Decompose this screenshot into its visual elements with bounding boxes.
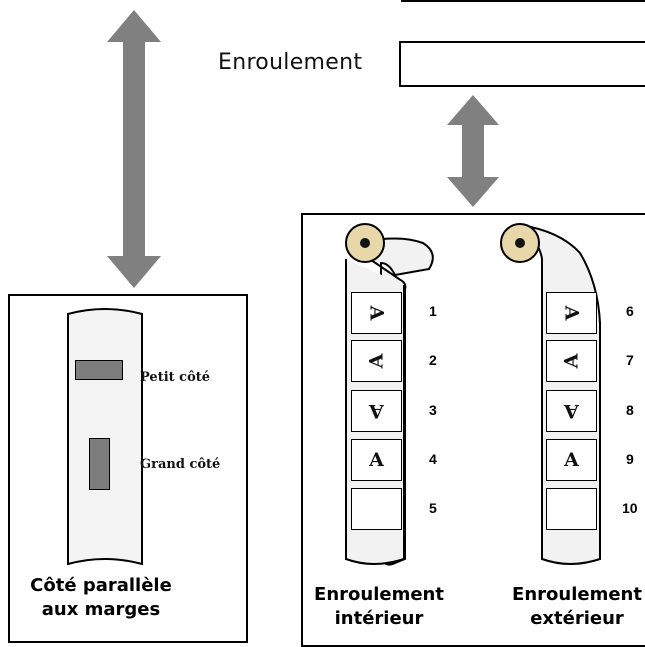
glyph-inner-1: A — [365, 305, 388, 321]
winding-field[interactable] — [399, 41, 645, 87]
inner-roll-caption: Enroulement intérieur — [299, 583, 459, 631]
outer-roll-caption: Enroulement extérieur — [497, 583, 645, 631]
frame-inner-1: A — [351, 292, 402, 334]
outer-roll-caption-line2: extérieur — [530, 608, 624, 629]
short-side-swatch — [75, 360, 123, 380]
double-arrow-icon — [107, 10, 161, 288]
number-9: 9 — [626, 451, 634, 467]
long-side-swatch — [89, 438, 110, 490]
long-side-label: Grand côté — [140, 457, 221, 472]
glyph-inner-3: A — [369, 400, 384, 422]
orientation-caption-line1: Côté parallèle — [30, 575, 172, 596]
number-8: 8 — [626, 402, 634, 418]
winding-label: Enroulement — [218, 50, 363, 75]
outer-frames: A A A A — [546, 292, 598, 536]
top-field-edge — [401, 0, 645, 4]
orientation-caption-line2: aux marges — [41, 599, 161, 620]
number-10: 10 — [622, 500, 638, 516]
frame-inner-2: A — [351, 340, 402, 382]
frame-inner-5 — [351, 488, 402, 530]
winding-panel: A A A A 1 2 3 4 5 A A A A — [301, 213, 645, 647]
number-2: 2 — [429, 352, 437, 368]
orientation-caption: Côté parallèle aux marges — [16, 574, 186, 622]
glyph-inner-4: A — [369, 449, 384, 471]
frame-inner-4: A — [351, 439, 402, 481]
outer-roll-caption-line1: Enroulement — [512, 584, 642, 605]
small-double-arrow-icon — [447, 95, 499, 207]
number-6: 6 — [626, 303, 634, 319]
frame-outer-9: A — [546, 439, 597, 481]
glyph-outer-9: A — [564, 449, 579, 471]
short-side-label: Petit côté — [140, 370, 211, 385]
inner-roll-caption-line1: Enroulement — [314, 584, 444, 605]
frame-outer-6: A — [546, 292, 597, 334]
frame-inner-3: A — [351, 390, 402, 432]
inner-roll-caption-line2: intérieur — [334, 608, 424, 629]
glyph-outer-8: A — [564, 400, 579, 422]
inner-frames: A A A A — [351, 292, 403, 536]
frame-outer-7: A — [546, 340, 597, 382]
number-3: 3 — [429, 402, 437, 418]
number-5: 5 — [429, 500, 437, 516]
glyph-outer-7: A — [560, 353, 583, 369]
frame-outer-10 — [546, 488, 597, 530]
glyph-outer-6: A — [560, 305, 583, 321]
frame-outer-8: A — [546, 390, 597, 432]
number-4: 4 — [429, 451, 437, 467]
glyph-inner-2: A — [365, 353, 388, 369]
number-1: 1 — [429, 303, 437, 319]
number-7: 7 — [626, 352, 634, 368]
orientation-panel: Petit côté Grand côté Côté parallèle aux… — [8, 294, 248, 643]
